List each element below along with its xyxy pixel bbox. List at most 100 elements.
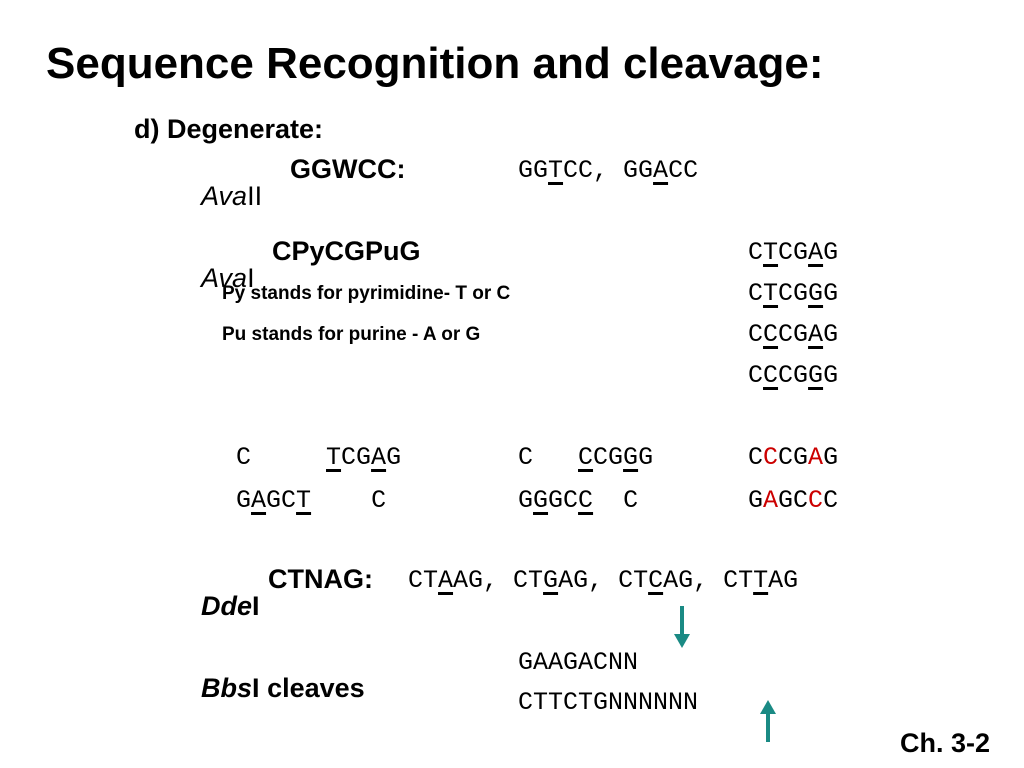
sequence-text: GC bbox=[778, 486, 809, 515]
cut-arrow-up-icon bbox=[760, 700, 776, 742]
cut-arrow-down-icon bbox=[674, 606, 690, 648]
underlined-base: A bbox=[653, 156, 669, 185]
sequence-text: GG bbox=[518, 156, 549, 185]
highlighted-base: C bbox=[763, 443, 779, 472]
cleavage-top-strand: C TCGAG bbox=[236, 445, 401, 470]
sequence-text: CG bbox=[778, 320, 809, 349]
sequence-text: G bbox=[518, 486, 534, 515]
sequence-text: C bbox=[748, 279, 764, 308]
avai-variant: CCCGAG bbox=[748, 322, 838, 347]
sequence-text: G bbox=[823, 279, 839, 308]
bbsi-bottom-strand: CTTCTGNNNNNN bbox=[518, 688, 699, 717]
underlined-base: G bbox=[808, 279, 824, 308]
underlined-base: C bbox=[763, 361, 779, 390]
sequence-text: G bbox=[748, 486, 764, 515]
underlined-base: C bbox=[763, 320, 779, 349]
ddei-pattern: CTNAG: bbox=[268, 564, 373, 594]
underlined-base: T bbox=[763, 238, 779, 267]
sequence-text: CG bbox=[778, 361, 809, 390]
ddei-examples: CTAAG, CTGAG, CTCAG, CTTAG bbox=[408, 568, 798, 593]
sequence-text: CG bbox=[593, 443, 624, 472]
sequence-text: C bbox=[593, 486, 639, 515]
cleavage-bottom-strand: GAGCT C bbox=[236, 488, 386, 513]
sequence-text: G bbox=[638, 443, 654, 472]
underlined-base: T bbox=[763, 279, 779, 308]
avaii-pattern: GGWCC: bbox=[290, 154, 406, 184]
sequence-text: C bbox=[518, 443, 579, 472]
sequence-text: AG, CT bbox=[663, 566, 754, 595]
ddei-name-suffix: I bbox=[252, 591, 260, 621]
sequence-text: CG bbox=[778, 238, 809, 267]
underlined-base: T bbox=[296, 486, 312, 515]
underlined-base: C bbox=[648, 566, 664, 595]
highlighted-base: A bbox=[808, 443, 824, 472]
sequence-text: C bbox=[823, 486, 839, 515]
underlined-base: C bbox=[578, 443, 594, 472]
cleavage-top-strand: CCCGAG bbox=[748, 445, 838, 470]
avaii-label: AvaII bbox=[186, 156, 262, 210]
underlined-base: G bbox=[808, 361, 824, 390]
underlined-base: C bbox=[578, 486, 594, 515]
cleavage-bottom-strand: GGGCC C bbox=[518, 488, 638, 513]
underlined-base: A bbox=[251, 486, 267, 515]
py-note: Py stands for pyrimidine- T or C bbox=[222, 283, 511, 304]
avaii-name-italic: Ava bbox=[201, 181, 248, 211]
ddei-label: DdeI bbox=[186, 566, 260, 620]
pu-note: Pu stands for purine - A or G bbox=[222, 324, 481, 345]
highlighted-base: C bbox=[808, 486, 824, 515]
underlined-base: A bbox=[808, 320, 824, 349]
sequence-text: C bbox=[748, 238, 764, 267]
avai-name-italic: Ava bbox=[201, 263, 248, 293]
underlined-base: T bbox=[548, 156, 564, 185]
section-heading: d) Degenerate: bbox=[134, 114, 324, 144]
sequence-text: C bbox=[311, 486, 387, 515]
bbsi-label-rest: cleaves bbox=[267, 673, 365, 703]
sequence-text: CG bbox=[341, 443, 372, 472]
sequence-text: G bbox=[236, 486, 252, 515]
sequence-text: C bbox=[748, 361, 764, 390]
bbsi-top-strand: GAAGACNN bbox=[518, 648, 639, 677]
cleavage-top-strand: C CCGGG bbox=[518, 445, 653, 470]
avai-variant: CTCGAG bbox=[748, 240, 838, 265]
underlined-base: G bbox=[623, 443, 639, 472]
underlined-base: T bbox=[753, 566, 769, 595]
sequence-text: C bbox=[748, 443, 764, 472]
avai-name-suffix: I bbox=[247, 263, 255, 293]
avai-variant: CTCGGG bbox=[748, 281, 838, 306]
underlined-base: T bbox=[326, 443, 342, 472]
underlined-base: G bbox=[533, 486, 549, 515]
ddei-name-italic: Dde bbox=[201, 591, 253, 621]
sequence-text: GC bbox=[266, 486, 297, 515]
sequence-text: G bbox=[823, 320, 839, 349]
page-title: Sequence Recognition and cleavage: bbox=[46, 39, 824, 88]
sequence-text: CG bbox=[778, 443, 809, 472]
avai-pattern: CPyCGPuG bbox=[272, 236, 421, 266]
avaii-examples: GGTCC, GGACC bbox=[518, 158, 698, 183]
bbsi-label: BbsI cleaves bbox=[186, 648, 365, 702]
highlighted-base: A bbox=[763, 486, 779, 515]
avai-label: AvaI bbox=[186, 238, 255, 292]
avai-variant: CCCGGG bbox=[748, 363, 838, 388]
underlined-base: A bbox=[808, 238, 824, 267]
sequence-text: G bbox=[386, 443, 402, 472]
sequence-text: CT bbox=[408, 566, 439, 595]
sequence-text: AG bbox=[768, 566, 799, 595]
sequence-text: AG, CT bbox=[558, 566, 649, 595]
bbsi-name-italic: Bbs bbox=[201, 673, 253, 703]
sequence-text: G bbox=[823, 361, 839, 390]
cleavage-bottom-strand: GAGCCC bbox=[748, 488, 838, 513]
sequence-text: GC bbox=[548, 486, 579, 515]
sequence-text: CC, GG bbox=[563, 156, 654, 185]
chapter-footer: Ch. 3-2 bbox=[900, 728, 991, 758]
sequence-text: G bbox=[823, 443, 839, 472]
underlined-base: A bbox=[371, 443, 387, 472]
sequence-text: CC bbox=[668, 156, 699, 185]
sequence-text: G bbox=[823, 238, 839, 267]
underlined-base: A bbox=[438, 566, 454, 595]
sequence-text: AG, CT bbox=[453, 566, 544, 595]
avaii-name-suffix: II bbox=[247, 181, 263, 211]
underlined-base: G bbox=[543, 566, 559, 595]
sequence-text: C bbox=[236, 443, 327, 472]
sequence-text: CG bbox=[778, 279, 809, 308]
sequence-text: C bbox=[748, 320, 764, 349]
